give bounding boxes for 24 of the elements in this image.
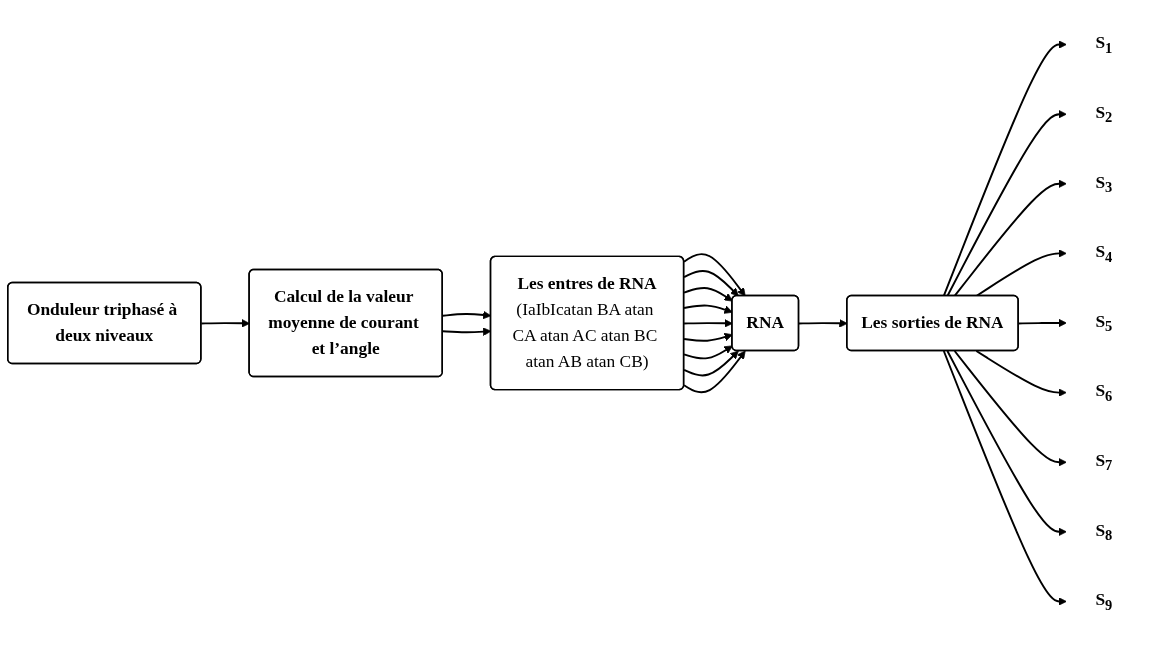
arrow (946, 350, 1067, 537)
node-text: S$_{9}$ (1095, 589, 1113, 613)
arrow (683, 286, 733, 302)
arrow (683, 253, 746, 297)
arrow (683, 345, 733, 360)
node-text: S$_{1}$ (1095, 32, 1113, 56)
node-text: S$_{5}$ (1095, 311, 1113, 335)
node-text: S$_{3}$ (1095, 172, 1113, 195)
arrow (953, 179, 1067, 297)
node-text: S$_{2}$ (1095, 102, 1113, 126)
arrow (683, 350, 746, 394)
arrow (942, 350, 1067, 606)
arrow (975, 350, 1067, 397)
node-text: S$_{6}$ (1095, 380, 1113, 404)
arrow (200, 319, 250, 328)
arrow (942, 40, 1067, 297)
arrow (975, 249, 1067, 297)
node-text: S$_{7}$ (1095, 450, 1113, 474)
node-text: S$_{8}$ (1095, 520, 1113, 543)
node-text: S$_{4}$ (1095, 241, 1113, 265)
arrow (946, 109, 1067, 297)
arrow (683, 350, 739, 377)
arrow (683, 269, 739, 297)
arrow (953, 350, 1067, 467)
